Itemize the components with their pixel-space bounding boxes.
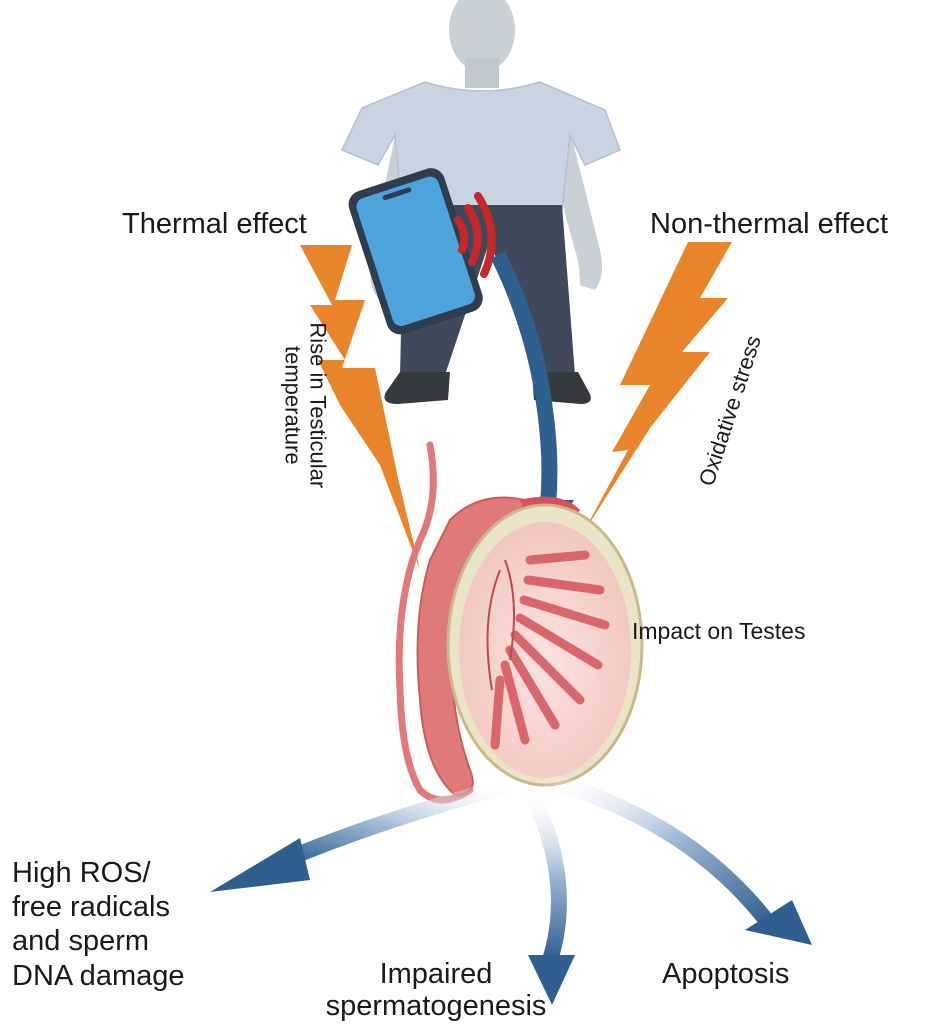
non-thermal-effect-label: Non-thermal effect: [650, 208, 888, 241]
testis-anatomy-icon: [399, 445, 642, 800]
outcome-apoptosis-label: Apoptosis: [662, 958, 789, 991]
rise-temperature-label: Rise in Testicular temperature: [280, 305, 331, 505]
outcome-spermatogenesis-line: Impaired: [316, 958, 556, 990]
outcome-ros-line: free radicals: [12, 890, 185, 924]
outcome-ros-line: High ROS/: [12, 856, 185, 890]
rise-temperature-line1: Rise in Testicular: [305, 305, 330, 505]
outcome-spermatogenesis-line: spermatogenesis: [316, 990, 556, 1022]
outcome-spermatogenesis-label: Impaired spermatogenesis: [316, 958, 556, 1023]
outcome-ros-label: High ROS/ free radicals and sperm DNA da…: [12, 856, 185, 993]
outcome-arrow-apoptosis: [545, 780, 812, 945]
impact-on-testes-label: Impact on Testes: [632, 618, 805, 644]
thermal-effect-label: Thermal effect: [122, 208, 307, 241]
rise-temperature-line2: temperature: [280, 305, 305, 505]
outcome-ros-line: DNA damage: [12, 959, 185, 993]
outcome-ros-line: and sperm: [12, 924, 185, 958]
outcome-arrow-ros: [210, 785, 510, 892]
